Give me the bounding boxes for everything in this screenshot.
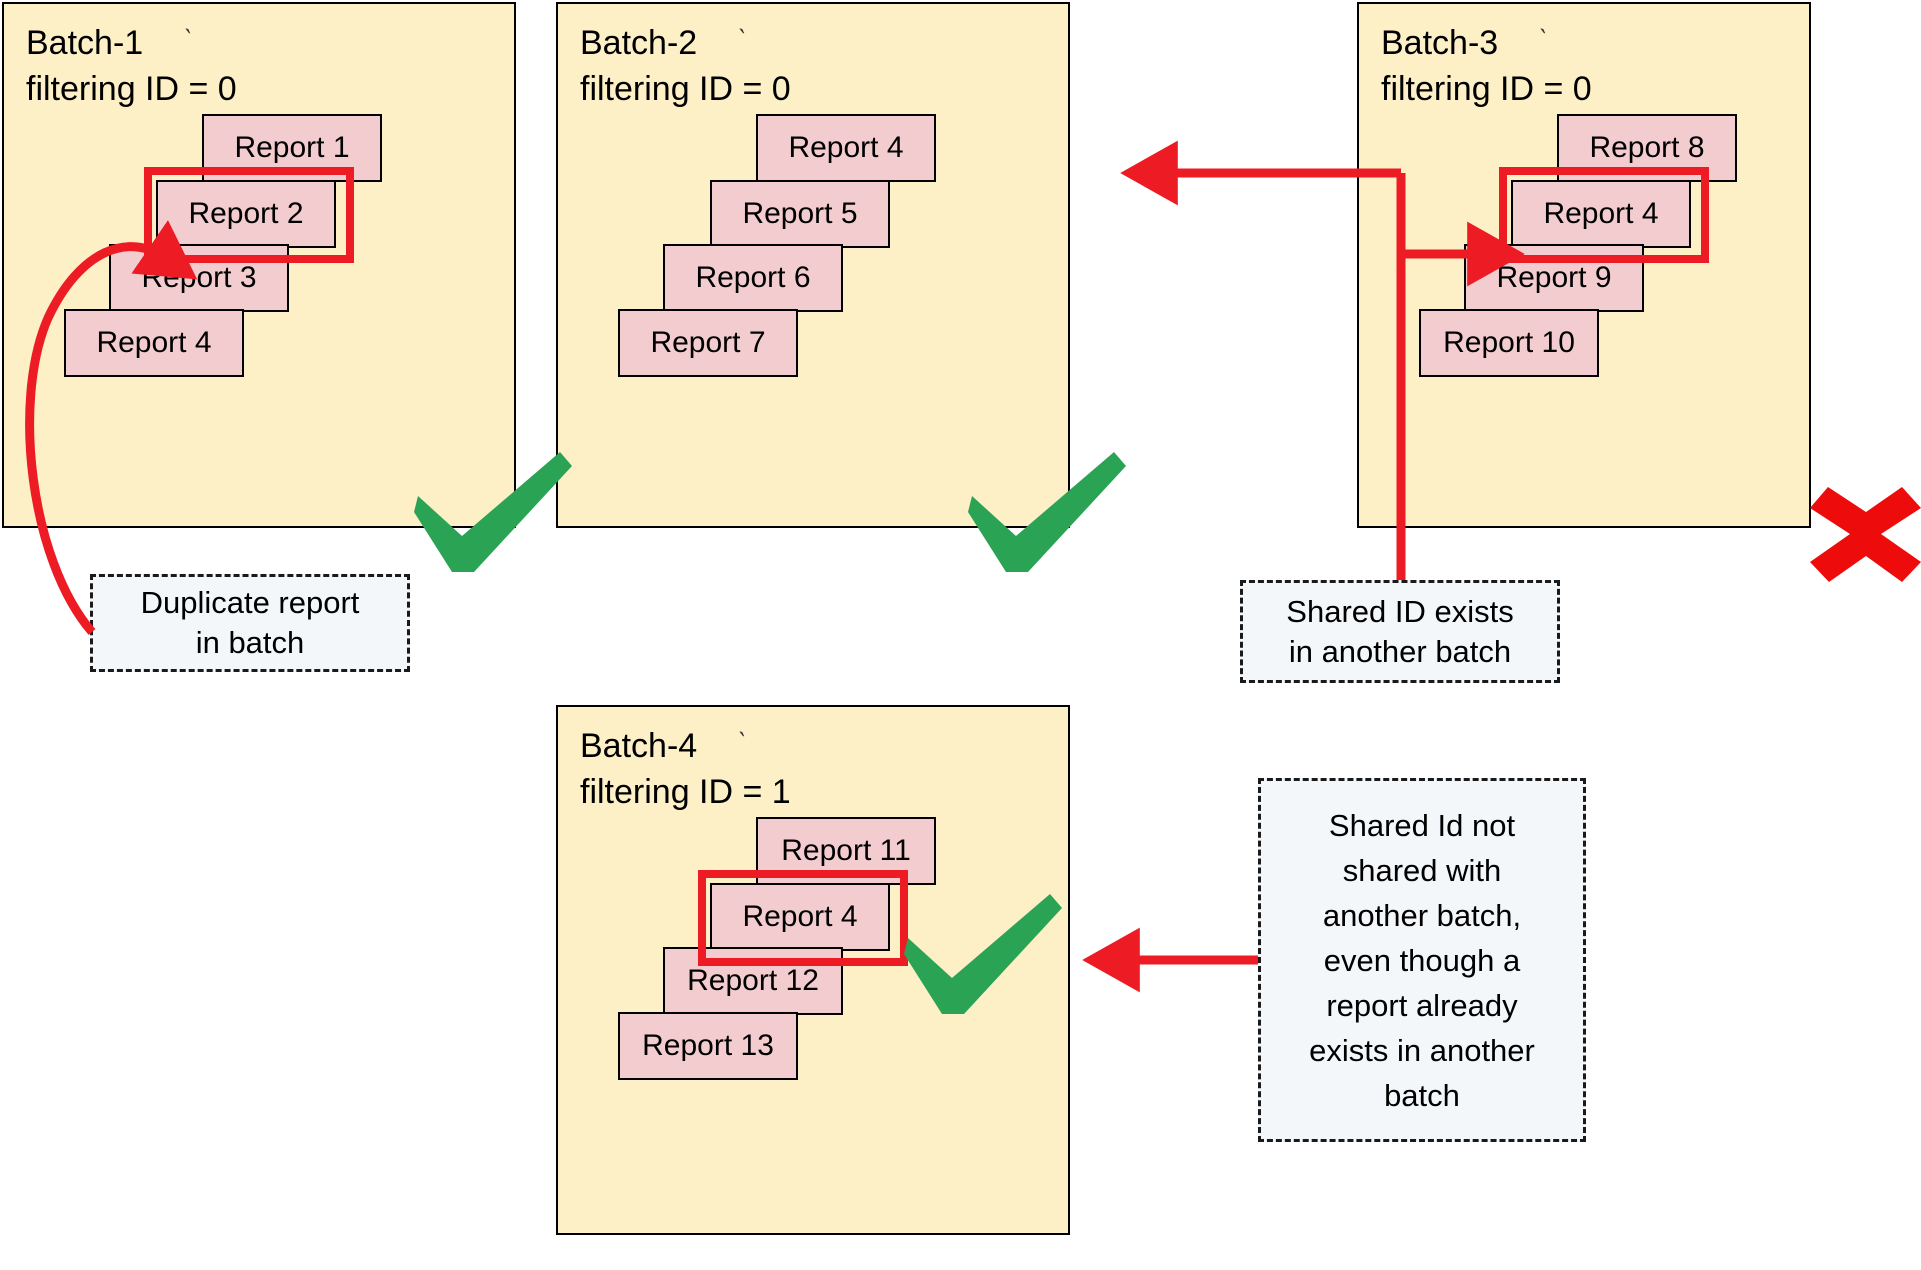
report-label: Report 7 xyxy=(650,326,766,359)
report-label: Report 4 xyxy=(742,900,858,933)
report-card[interactable]: Report 4 xyxy=(756,114,936,182)
report-label: Report 1 xyxy=(234,131,350,164)
report-label: Report 9 xyxy=(1496,261,1612,294)
report-label: Report 4 xyxy=(1543,197,1659,230)
report-label: Report 8 xyxy=(1589,131,1705,164)
report-card[interactable]: Report 7 xyxy=(618,309,798,377)
shared-id-highlight-box xyxy=(1499,167,1709,263)
report-label: Report 3 xyxy=(141,261,257,294)
report-card[interactable]: Report 6 xyxy=(663,244,843,312)
report-card[interactable]: Report 13 xyxy=(618,1012,798,1080)
report-label: Report 5 xyxy=(742,197,858,230)
report-card[interactable]: Report 5 xyxy=(710,180,890,248)
report-card[interactable]: Report 4 xyxy=(710,883,890,951)
not-shared-highlight-box xyxy=(698,870,908,966)
callout-duplicate-report: Duplicate report in batch xyxy=(90,574,410,672)
callout-shared-id-exists: Shared ID exists in another batch xyxy=(1240,580,1560,683)
callout-shared-id-not-shared: Shared Id not shared with another batch,… xyxy=(1258,778,1586,1142)
duplicate-highlight-box xyxy=(144,167,354,263)
report-label: Report 13 xyxy=(642,1029,774,1062)
report-label: Report 11 xyxy=(781,834,911,867)
report-label: Report 4 xyxy=(788,131,904,164)
cross-icon xyxy=(1810,487,1921,582)
report-label: Report 6 xyxy=(695,261,811,294)
report-label: Report 4 xyxy=(96,326,212,359)
report-label: Report 2 xyxy=(188,197,304,230)
report-label: Report 10 xyxy=(1443,326,1575,359)
report-label: Report 12 xyxy=(687,964,819,997)
report-card[interactable]: Report 4 xyxy=(1511,180,1691,248)
report-card[interactable]: Report 10 xyxy=(1419,309,1599,377)
report-card[interactable]: Report 4 xyxy=(64,309,244,377)
